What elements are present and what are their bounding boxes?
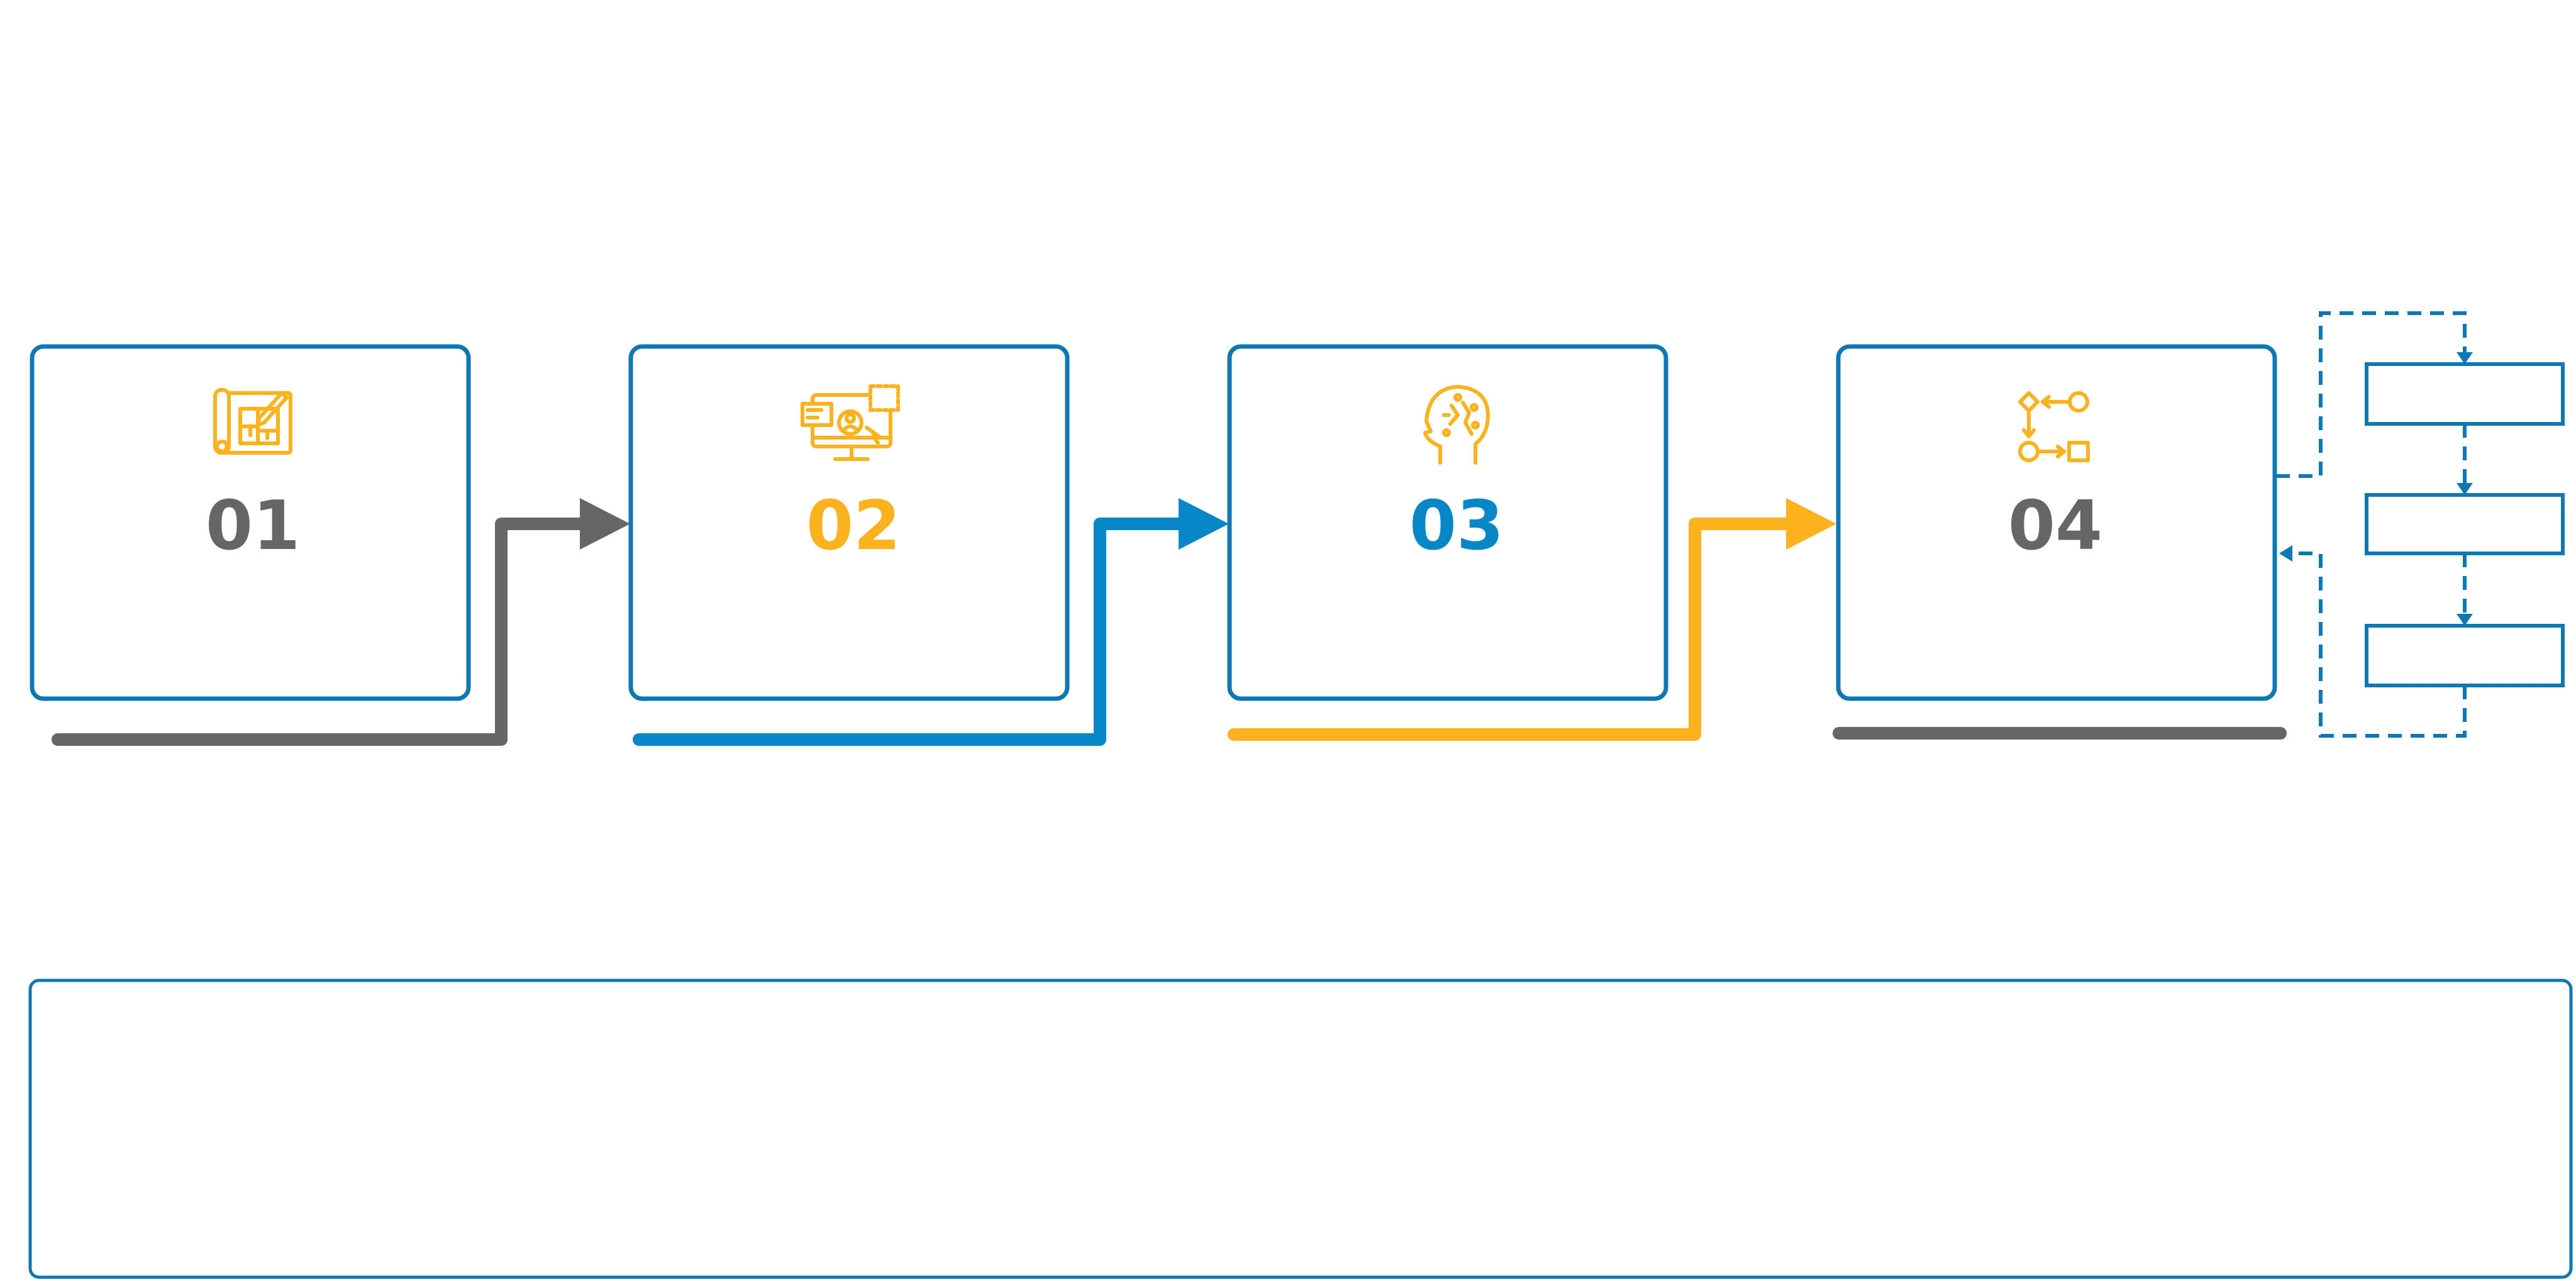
blueprint-icon xyxy=(213,388,292,455)
step-number-04: 04 xyxy=(2008,487,2102,565)
step-card-03[interactable] xyxy=(1227,344,1668,701)
step-number-01: 01 xyxy=(206,487,300,565)
step-card-02[interactable] xyxy=(628,344,1070,701)
bottom-panel[interactable] xyxy=(28,979,2573,1279)
step-number-03: 03 xyxy=(1409,487,1504,565)
algorithm-flow-icon xyxy=(2018,391,2090,462)
side-box-1[interactable] xyxy=(2365,362,2565,426)
side-loop xyxy=(2276,311,2467,738)
side-loop-arrowheads xyxy=(2279,352,2473,626)
monitor-user-icon xyxy=(801,384,900,461)
connector-03-04 xyxy=(1228,498,1836,741)
step-number-02: 02 xyxy=(806,487,901,565)
step-card-01[interactable] xyxy=(30,344,471,701)
connector-01-02 xyxy=(52,498,630,746)
connector-02-03 xyxy=(633,498,1229,746)
step-card-04[interactable] xyxy=(1836,344,2277,701)
side-box-2[interactable] xyxy=(2365,493,2565,555)
side-box-3[interactable] xyxy=(2365,624,2565,687)
ai-head-icon xyxy=(1423,385,1490,465)
